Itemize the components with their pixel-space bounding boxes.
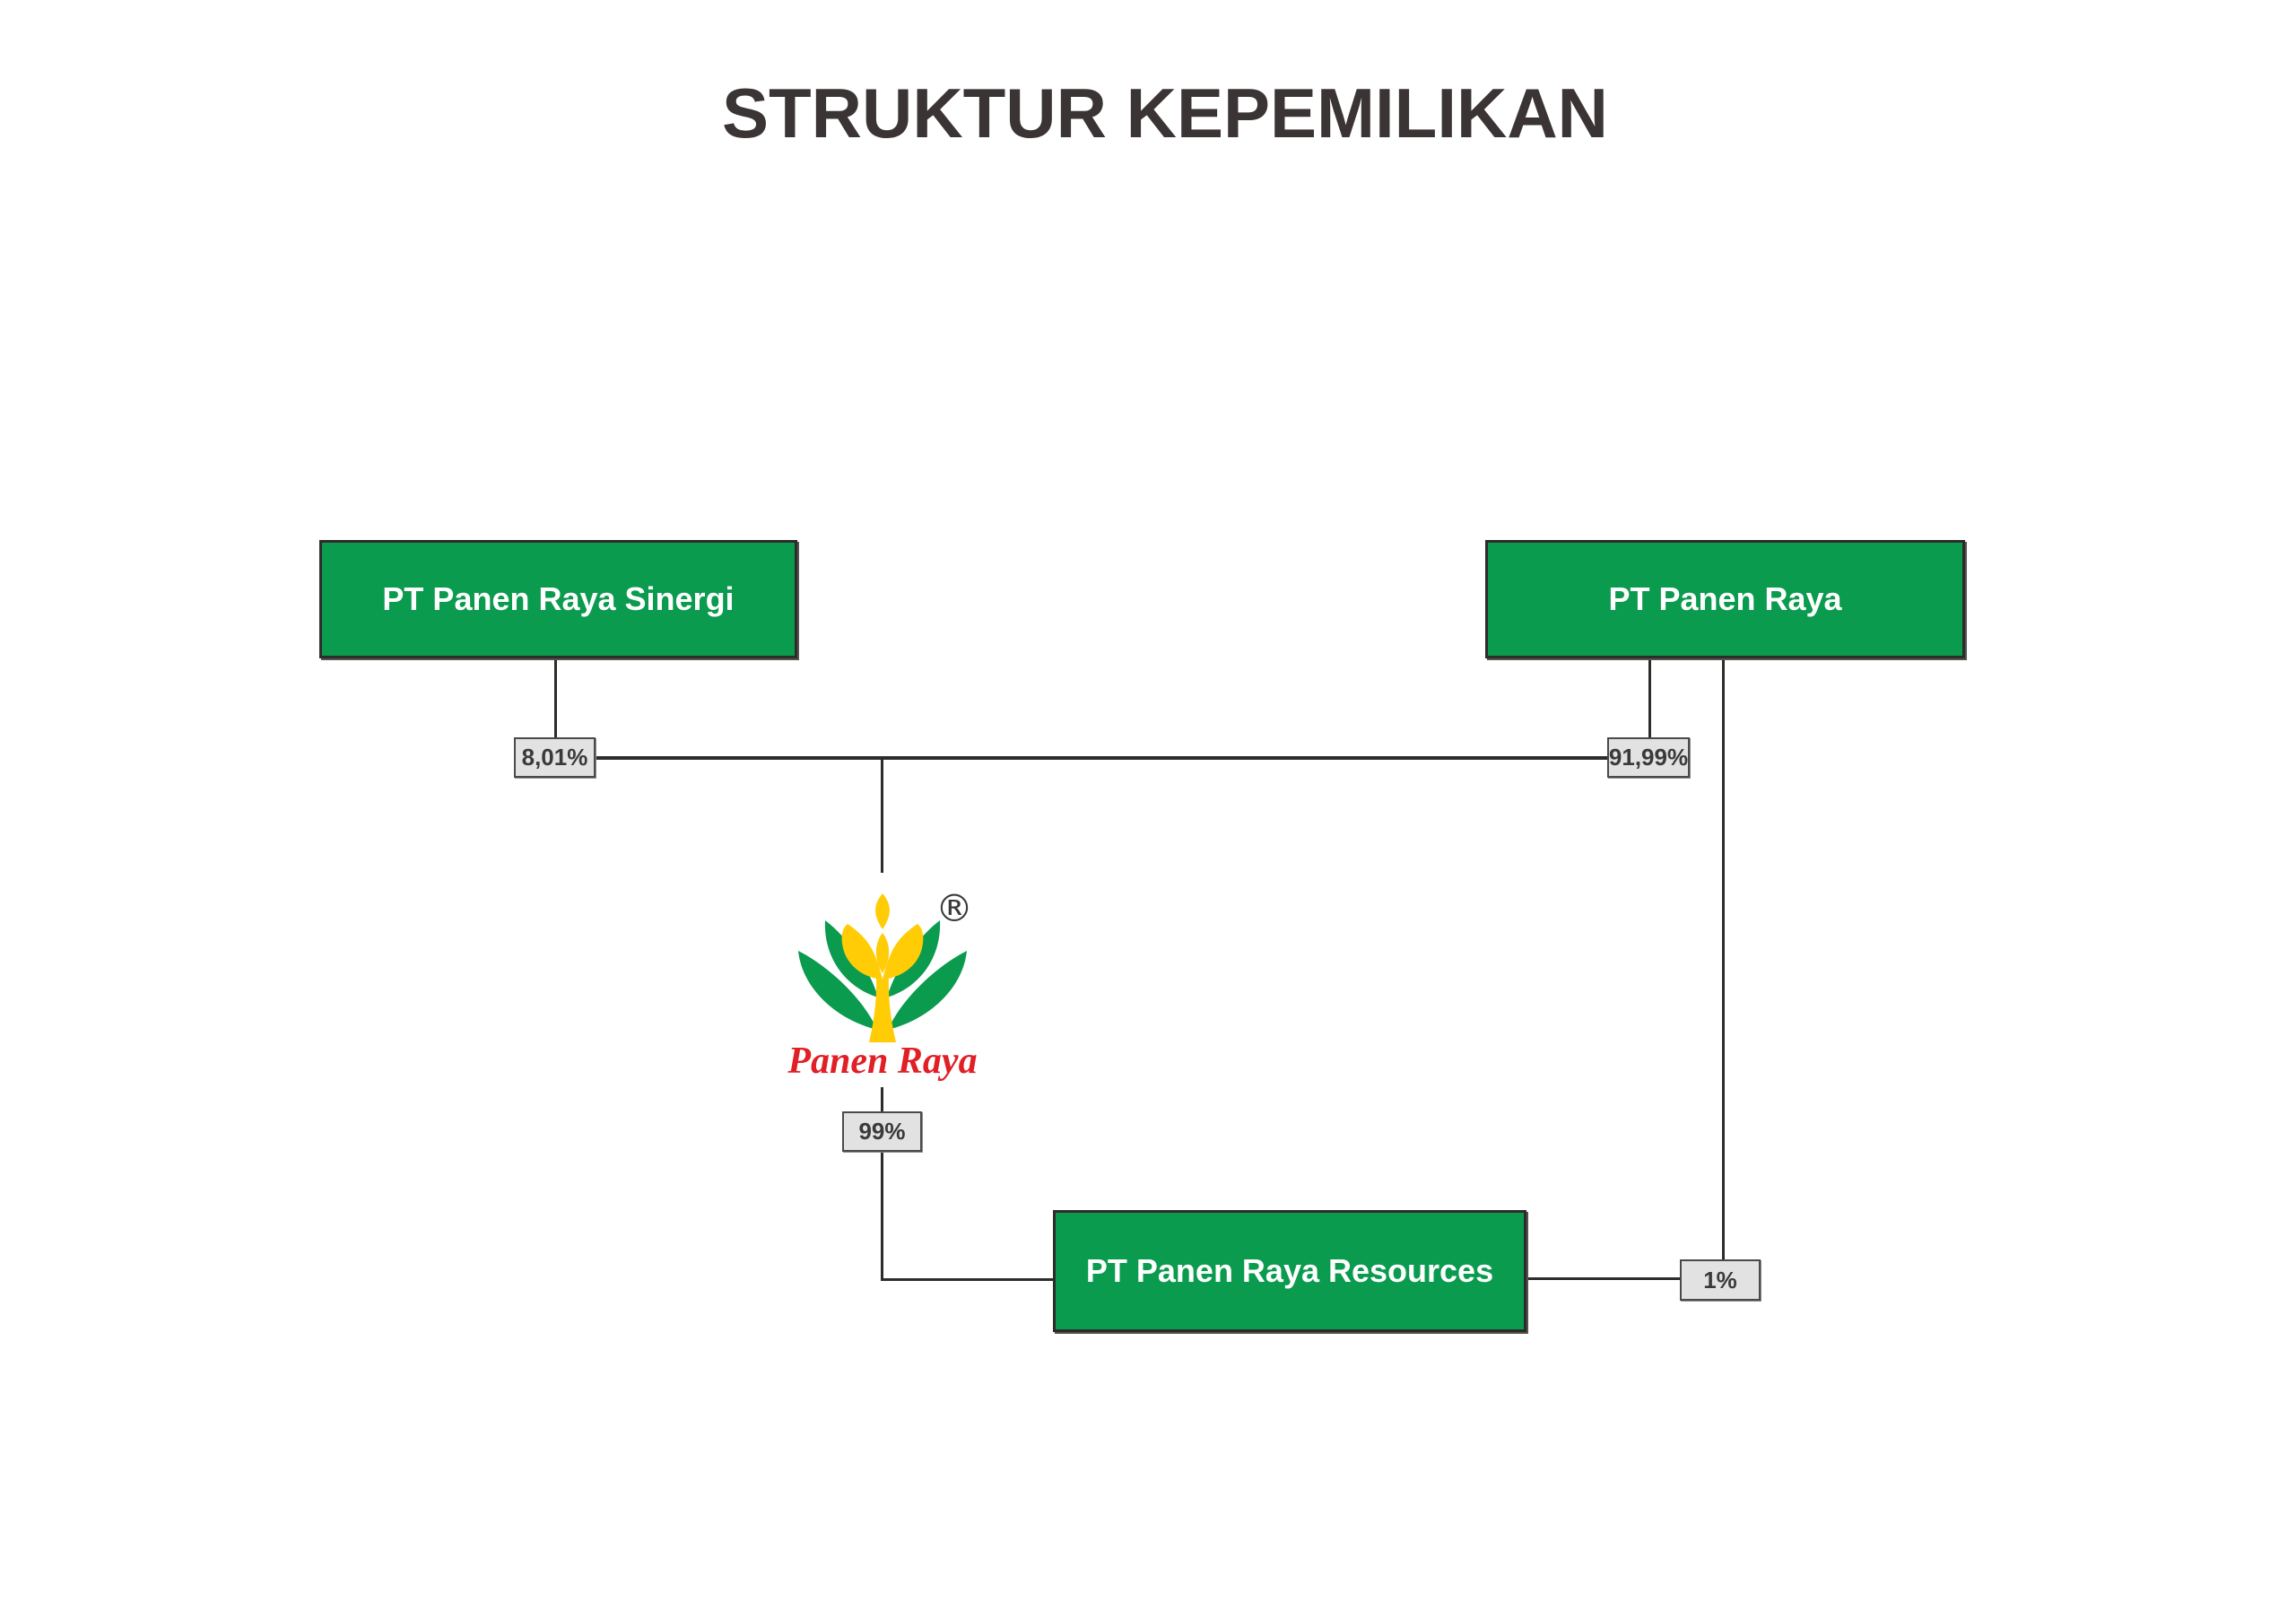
share-value-sinergi: 8,01% bbox=[521, 744, 588, 771]
company-node-pt-panen-raya-sinergi: PT Panen Raya Sinergi bbox=[319, 540, 797, 658]
connector-elbow-to-resources bbox=[881, 1278, 1053, 1281]
connector-logo-to-99pct bbox=[881, 1087, 883, 1111]
company-label-resources: PT Panen Raya Resources bbox=[1085, 1252, 1494, 1289]
company-label-panen-raya: PT Panen Raya bbox=[1608, 580, 1842, 617]
page-title: STRUKTUR KEPEMILIKAN bbox=[722, 74, 1608, 152]
share-badge-sinergi: 8,01% bbox=[514, 737, 596, 778]
company-node-pt-panen-raya-resources: PT Panen Raya Resources bbox=[1053, 1210, 1526, 1332]
company-node-pt-panen-raya: PT Panen Raya bbox=[1485, 540, 1965, 658]
registered-mark-icon: ® bbox=[935, 886, 973, 930]
connector-junction-to-logo bbox=[881, 760, 883, 873]
connector-main-horizontal bbox=[595, 756, 1608, 760]
connector-panenraya-to-1pct bbox=[1722, 658, 1725, 1260]
connector-resources-to-1pct bbox=[1526, 1277, 1680, 1280]
connector-99pct-down bbox=[881, 1152, 883, 1281]
share-badge-panen-raya: 91,99% bbox=[1607, 737, 1690, 778]
share-value-direct-1: 1% bbox=[1703, 1266, 1737, 1293]
share-value-panen-raya: 91,99% bbox=[1608, 744, 1689, 771]
share-badge-direct-1: 1% bbox=[1680, 1259, 1761, 1301]
logo-lower-leaves-icon bbox=[798, 951, 967, 1030]
company-label-sinergi: PT Panen Raya Sinergi bbox=[382, 580, 735, 617]
logo-tulip-icon bbox=[841, 924, 924, 980]
panen-raya-logo: ® Panen Raya bbox=[787, 886, 978, 1085]
share-badge-logo-99: 99% bbox=[842, 1111, 922, 1152]
logo-stem-icon bbox=[869, 974, 896, 1042]
logo-bud-icon bbox=[875, 893, 890, 929]
connector-panenraya-to-share bbox=[1648, 658, 1651, 738]
share-value-logo-99: 99% bbox=[858, 1118, 906, 1145]
connector-sinergi-to-share bbox=[554, 658, 557, 738]
logo-wordmark: Panen Raya bbox=[787, 1041, 978, 1082]
